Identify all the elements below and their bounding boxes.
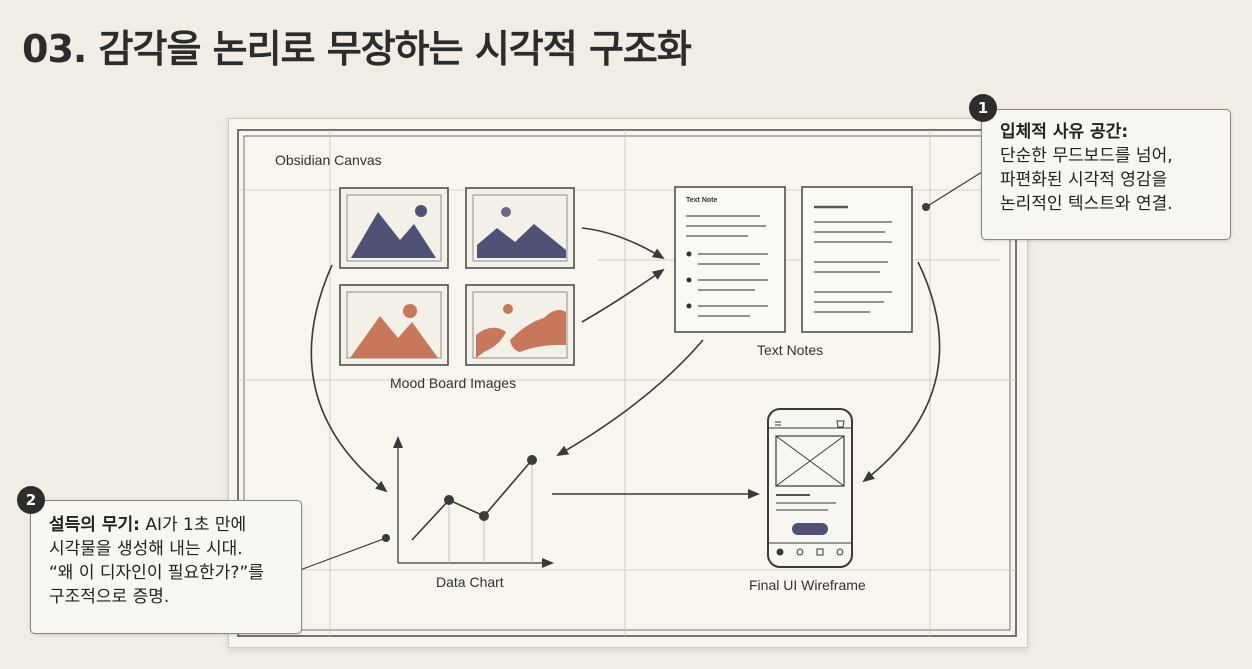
callout-2-line-1: 설득의 무기: AI가 1초 만에	[49, 513, 287, 537]
mood-board-image-3	[339, 284, 449, 366]
phone-wireframe	[767, 408, 853, 568]
callout-2-line-4: 구조적으로 증명.	[49, 587, 170, 607]
data-chart-label: Data Chart	[436, 574, 504, 590]
callout-1-line-1: 단순한 무드보드를 넘어,	[1000, 146, 1173, 166]
callout-2-line-2: 시각물을 생성해 내는 시대.	[49, 539, 243, 559]
mood-board-label: Mood Board Images	[390, 375, 517, 391]
callout-2-line-3: “왜 이 디자인이 필요한가?”를	[49, 563, 264, 583]
flow-arrows	[310, 227, 941, 499]
mood-board-image-2	[465, 187, 575, 269]
arrow-images-to-chart	[310, 264, 388, 493]
arrow-notes-to-wireframe	[862, 261, 941, 483]
callout-1-line-3: 논리적인 텍스트와 연결.	[1000, 194, 1173, 214]
mood-board-image-1	[339, 187, 449, 269]
callout-leaders	[299, 171, 983, 571]
wireframe-label: Final UI Wireframe	[749, 577, 866, 593]
mood-board-image-4	[465, 284, 575, 366]
canvas-frame-inner	[243, 135, 1011, 631]
callout-1: 입체적 사유 공간: 단순한 무드보드를 넘어, 파편화된 시각적 영감을 논리…	[981, 109, 1231, 240]
canvas-frame-outer	[237, 129, 1017, 637]
text-note-heading: Text Note	[686, 197, 718, 204]
text-note-2	[801, 186, 913, 333]
canvas-label: Obsidian Canvas	[275, 152, 382, 168]
callout-2-heading-rest: AI가 1초 만에	[139, 515, 247, 535]
callout-1-line-2: 파편화된 시각적 영감을	[1000, 170, 1168, 190]
callout-1-anchor-dot	[922, 203, 930, 211]
page-title: 03. 감각을 논리로 무장하는 시각적 구조화	[22, 27, 692, 71]
callout-1-heading: 입체적 사유 공간:	[1000, 122, 1129, 142]
callout-2-number-badge: 2	[17, 486, 45, 514]
arrow-images-to-notes-top	[581, 227, 665, 260]
callout-1-number-badge: 1	[969, 94, 997, 122]
callout-2: 설득의 무기: AI가 1초 만에 시각물을 생성해 내는 시대. “왜 이 디…	[30, 500, 302, 634]
arrow-notes-to-chart	[556, 339, 704, 456]
callout-2-heading: 설득의 무기:	[49, 515, 140, 535]
text-notes-label: Text Notes	[757, 342, 824, 358]
text-note-1	[674, 186, 786, 333]
data-chart	[393, 436, 554, 568]
arrow-images-to-notes-bottom	[581, 268, 665, 323]
callout-2-anchor-dot	[382, 534, 390, 542]
